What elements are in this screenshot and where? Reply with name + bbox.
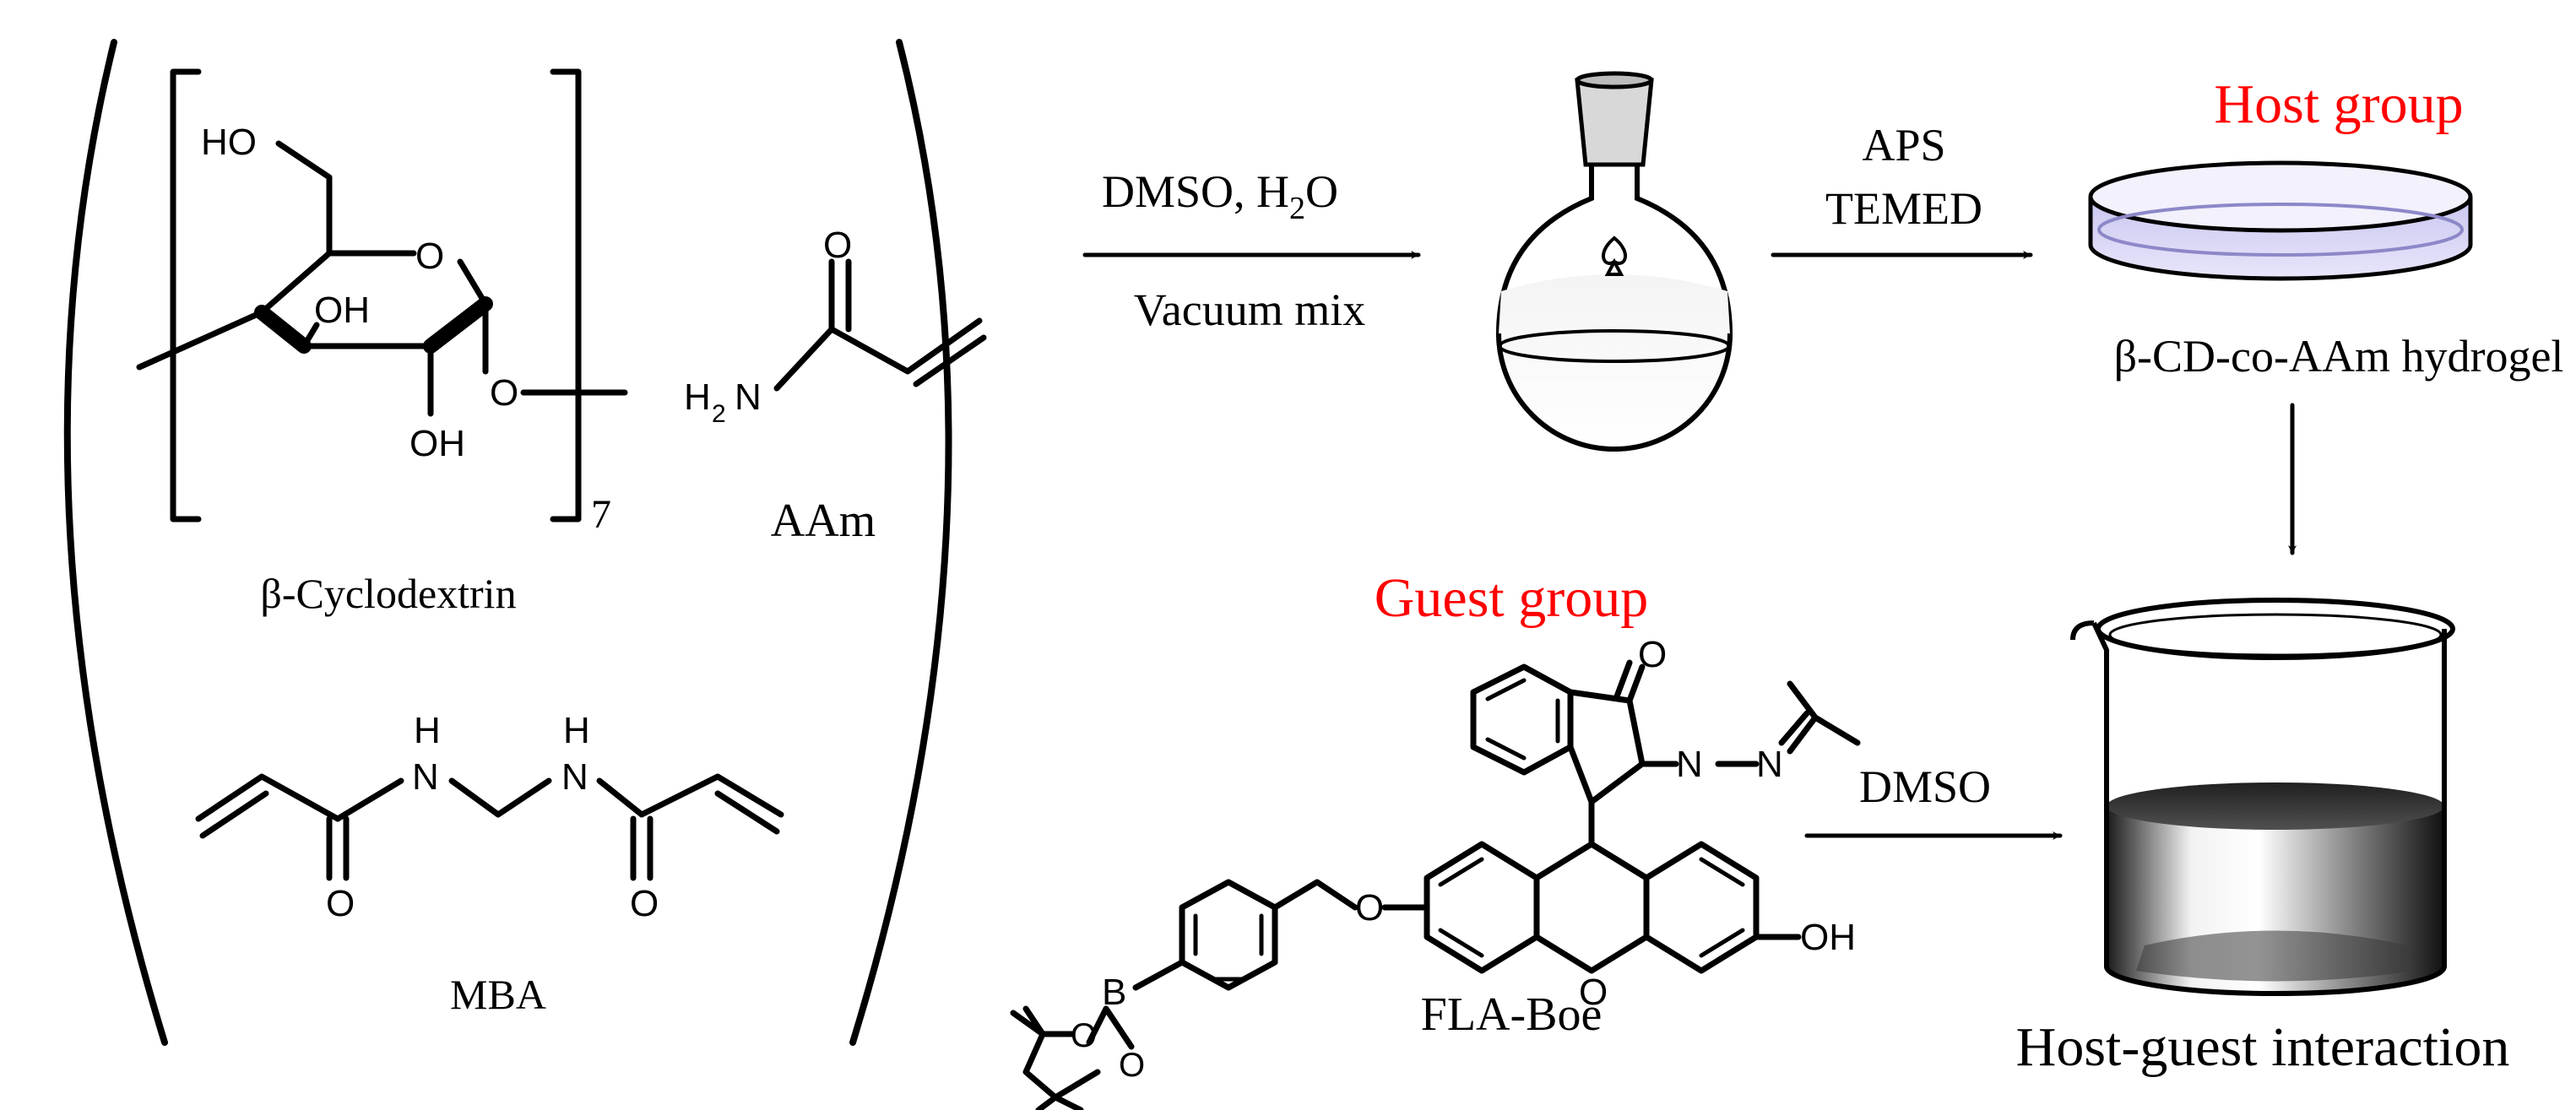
mba-n2-label: N (561, 756, 588, 798)
guest-name: FLA-Boe (1421, 988, 1603, 1041)
aam-n-label: N (735, 376, 762, 418)
fla-b-label: B (1102, 972, 1126, 1013)
guest-heading: Guest group (1375, 567, 1648, 629)
aam-o-label: O (823, 225, 852, 266)
fla-oh-label: OH (1800, 917, 1856, 958)
step1-bottom-label: Vacuum mix (1134, 284, 1365, 335)
round-bottom-flask-icon (1495, 71, 1733, 452)
mba-name: MBA (450, 971, 546, 1018)
mba-o2-label: O (630, 883, 659, 924)
host-caption: β-CD-co-AAm hydrogel (2114, 331, 2564, 382)
fla-o-carbonyl-label: O (1638, 634, 1667, 675)
fla-o-xanthene-label: O (1579, 972, 1608, 1013)
host-heading: Host group (2214, 73, 2463, 135)
fla-o-b1-label: O (1071, 1017, 1097, 1054)
left-parenthesis (63, 39, 168, 1046)
beaker-icon (2070, 598, 2455, 996)
result-caption: Host-guest interaction (2016, 1016, 2510, 1078)
fla-n2-label: N (1756, 744, 1783, 785)
fla-n1-label: N (1676, 744, 1703, 785)
step2-line2: TEMED (1825, 183, 1982, 234)
mba-n1-label: N (412, 756, 439, 798)
cd-ho-label: HO (201, 122, 257, 163)
fla-boe-structure (1010, 659, 1861, 1110)
cd-link-o-label: O (490, 372, 518, 414)
aam-structure: O H 2 N (684, 225, 987, 428)
mba-h1-label: H (414, 710, 441, 751)
step1-top-label: DMSO, H2O (1102, 166, 1338, 226)
fla-o-ether-label: O (1355, 887, 1384, 929)
right-parenthesis (849, 39, 952, 1046)
mba-o1-label: O (326, 883, 355, 924)
cd-repeat-count: 7 (591, 492, 611, 537)
aam-h-sub: 2 (712, 400, 726, 428)
cyclodextrin-name: β-Cyclodextrin (260, 570, 516, 617)
mba-h2-label: H (563, 710, 590, 751)
fla-o-b2-label: O (1119, 1047, 1145, 1084)
step3-label: DMSO (1859, 761, 1991, 812)
aam-name: AAm (771, 495, 876, 547)
cyclodextrin-structure: HO O OH OH O 7 (136, 68, 628, 537)
mba-structure: H N H N O O (195, 710, 784, 924)
petri-dish-icon (2088, 160, 2473, 281)
aam-h-label: H (684, 376, 711, 418)
cd-oh-inner-label: OH (314, 290, 370, 331)
step2-line1: APS (1862, 120, 1945, 171)
cd-oh-lower-label: OH (409, 423, 465, 464)
cd-ring-o-label: O (415, 236, 444, 277)
